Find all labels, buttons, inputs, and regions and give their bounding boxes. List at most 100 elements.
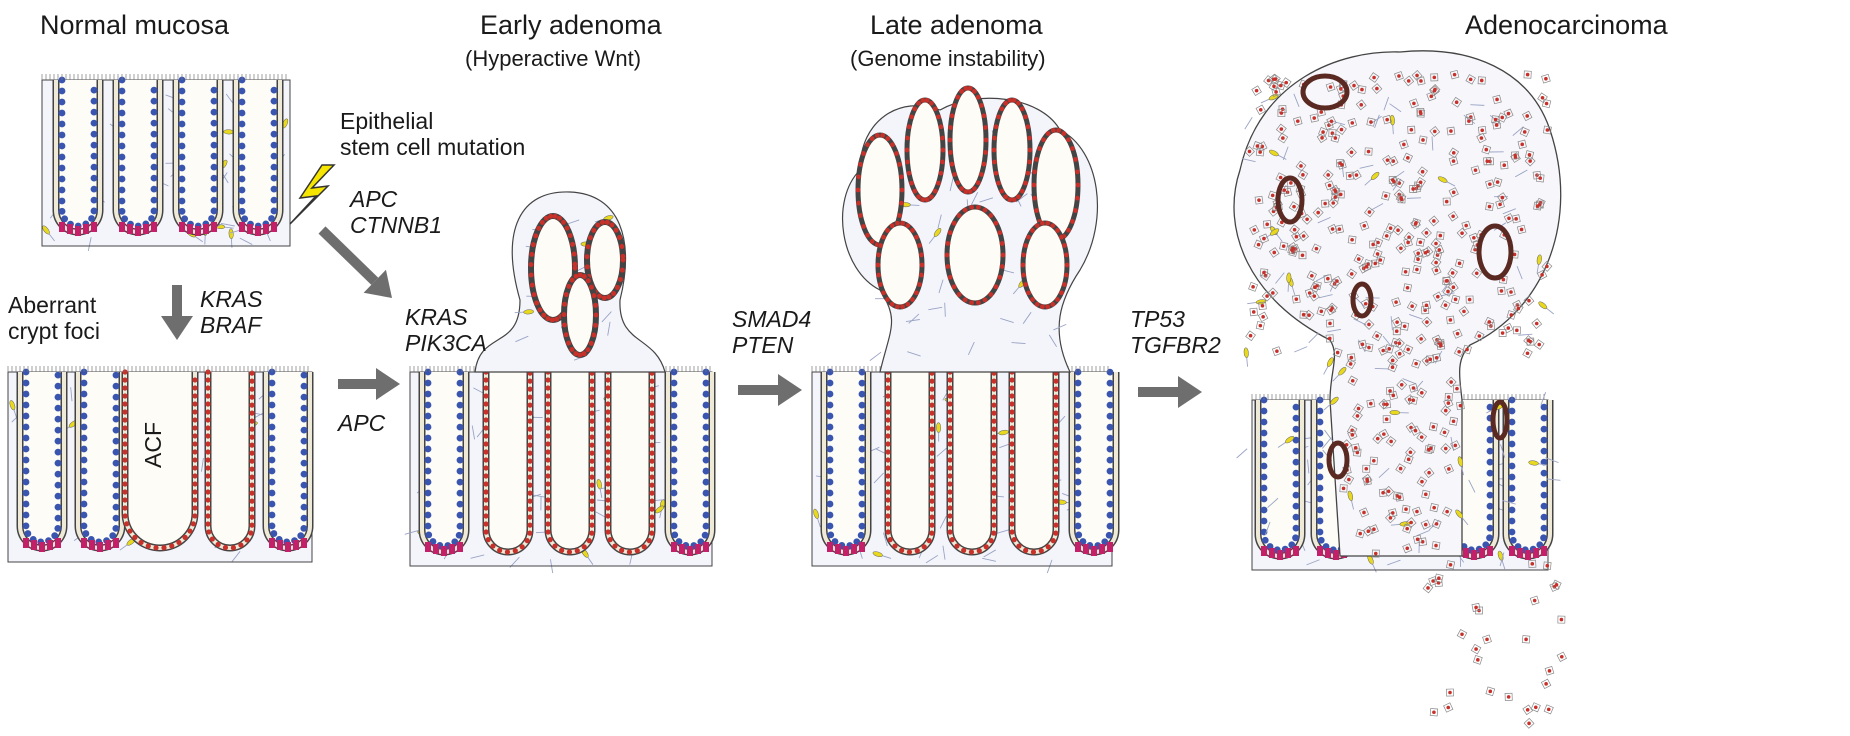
- cell-nucleus: [456, 478, 464, 486]
- cell-nucleus: [702, 423, 710, 431]
- cell-nucleus: [670, 478, 678, 486]
- tumor-nucleus: [1499, 289, 1504, 293]
- cell-nucleus: [670, 401, 678, 409]
- cell-nucleus: [591, 332, 597, 338]
- stage-title-early-adenoma: Early adenoma: [480, 10, 662, 40]
- tumor-cell: [1282, 187, 1293, 197]
- cell-nucleus: [947, 465, 953, 471]
- cell-nucleus: [940, 159, 945, 165]
- tumor-nucleus: [1404, 507, 1408, 512]
- cell-nucleus: [268, 379, 276, 387]
- cell-nucleus: [80, 467, 88, 475]
- tumor-cell: [1523, 295, 1535, 307]
- cell-nucleus: [192, 409, 198, 415]
- cell-nucleus: [1063, 272, 1069, 278]
- tumor-cell: [1475, 606, 1483, 615]
- cell-nucleus: [1009, 505, 1015, 511]
- cell-nucleus: [54, 514, 62, 522]
- cell-nucleus: [975, 94, 981, 100]
- cell-nucleus: [300, 514, 308, 522]
- tumor-nucleus: [1506, 111, 1511, 116]
- tumor-nucleus: [1279, 127, 1284, 131]
- tumor-cell: [1351, 169, 1362, 181]
- stem-niche-cell: [1533, 548, 1539, 558]
- stroma-cell: [1370, 171, 1380, 180]
- cell-nucleus: [238, 153, 246, 161]
- tumor-cell: [1446, 126, 1456, 136]
- tumor-cell: [1506, 310, 1517, 320]
- cell-nucleus: [566, 340, 572, 346]
- tumor-cell: [1421, 227, 1432, 239]
- cell-nucleus: [527, 450, 533, 456]
- cell-nucleus: [54, 371, 62, 379]
- tumor-nucleus: [1451, 285, 1456, 290]
- cell-nucleus: [1540, 524, 1548, 532]
- cell-nucleus: [425, 531, 433, 539]
- cell-nucleus: [947, 513, 953, 519]
- cell-nucleus: [527, 458, 533, 464]
- cell-nucleus: [955, 94, 961, 100]
- tumor-nucleus: [1442, 430, 1447, 435]
- cell-nucleus: [238, 175, 246, 183]
- cell-nucleus: [573, 351, 579, 357]
- stem-niche-cell: [1317, 546, 1323, 556]
- cell-nucleus: [955, 180, 961, 186]
- cell-nucleus: [589, 434, 595, 440]
- cell-nucleus: [1053, 458, 1059, 464]
- cell-nucleus: [1074, 456, 1082, 464]
- tumor-cell: [1535, 173, 1545, 183]
- stroma-fiber: [1440, 292, 1455, 297]
- cell-nucleus: [1074, 195, 1080, 201]
- aberrant-crypt-line-2: crypt foci: [8, 318, 101, 345]
- cell-nucleus: [424, 401, 432, 409]
- cell-nucleus: [905, 135, 910, 141]
- cell-nucleus: [1053, 490, 1059, 496]
- stroma-fiber: [1441, 280, 1451, 293]
- tumor-cell: [1540, 678, 1552, 690]
- tumor-nucleus: [1323, 201, 1327, 206]
- cell-nucleus: [456, 379, 464, 387]
- cell-nucleus: [552, 213, 558, 219]
- cell-nucleus: [1540, 513, 1548, 521]
- cell-nucleus: [529, 251, 535, 257]
- stroma-fiber: [928, 306, 943, 311]
- cell-nucleus: [205, 401, 211, 407]
- tumor-nucleus: [1319, 110, 1324, 114]
- cell-nucleus: [249, 482, 255, 488]
- tumor-nucleus: [1525, 114, 1530, 118]
- stem-niche-cell: [1083, 544, 1089, 554]
- tumor-nucleus: [1506, 326, 1511, 330]
- stroma-fiber: [1331, 120, 1346, 126]
- tumor-cell: [1533, 339, 1545, 350]
- cell-nucleus: [885, 425, 891, 431]
- cell-nucleus: [916, 194, 922, 200]
- cell-nucleus: [853, 538, 861, 546]
- cell-nucleus: [620, 253, 626, 259]
- stroma-fiber: [1329, 278, 1337, 292]
- tumor-nucleus: [1512, 252, 1517, 257]
- tumor-cell: [1371, 330, 1383, 342]
- cell-nucleus: [1260, 407, 1268, 415]
- stroma-cell: [1455, 509, 1464, 519]
- cell-nucleus: [670, 511, 678, 519]
- tumor-nucleus: [1432, 219, 1436, 223]
- stem-niche-cell: [1325, 548, 1331, 558]
- tumor-nucleus: [1366, 149, 1371, 154]
- cell-nucleus: [238, 197, 246, 205]
- cell-nucleus: [926, 538, 932, 544]
- tumor-nucleus: [1428, 357, 1433, 362]
- tumor-nucleus: [1432, 75, 1437, 80]
- cell-nucleus: [1030, 228, 1035, 233]
- stroma-fiber: [942, 545, 946, 560]
- stem-niche-cell: [1261, 546, 1267, 556]
- cell-nucleus: [1011, 97, 1017, 103]
- cell-nucleus: [192, 433, 198, 439]
- stroma-cell: [223, 129, 234, 135]
- cell-nucleus: [22, 511, 30, 519]
- cell-nucleus: [562, 301, 568, 307]
- tumor-cell: [1477, 76, 1486, 85]
- cell-nucleus: [993, 124, 999, 130]
- cell-nucleus: [300, 437, 308, 445]
- cell-nucleus: [961, 547, 967, 553]
- cell-nucleus: [552, 543, 558, 549]
